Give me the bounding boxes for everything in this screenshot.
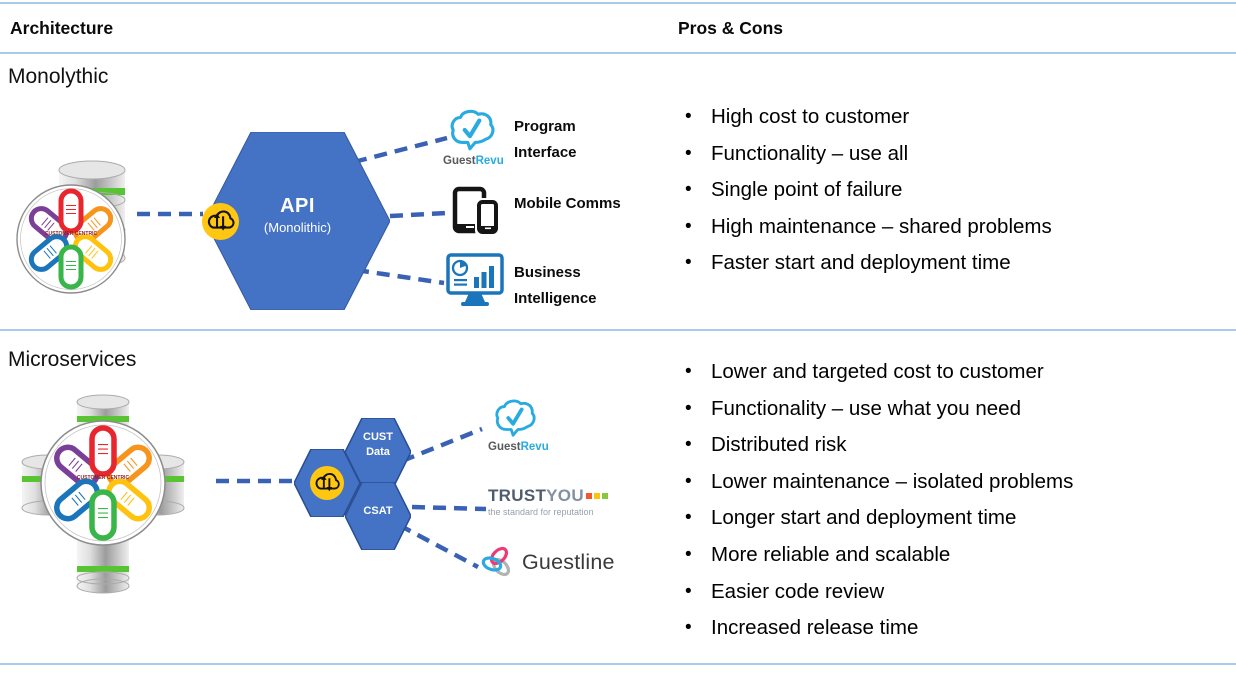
flower-center-label: CUSTOMER CENTRIC: [44, 231, 98, 237]
pro-con-item: Functionality – use all: [683, 136, 1231, 173]
guestline-wordmark: Guestline: [522, 549, 615, 574]
guestrevu-wordmark: GuestRevu: [488, 441, 549, 453]
cust-data-label: CUST Data: [363, 431, 393, 458]
cloud-check-icon: [450, 109, 495, 151]
flower-center-label: CUSTOMER CENTRIC: [76, 475, 130, 481]
endpoint-label-business-intelligence: Business Intelligence: [514, 264, 597, 307]
csat-hexagon: CSAT: [344, 481, 412, 551]
api-hexagon-subtitle: (Monolithic): [263, 220, 332, 235]
csat-label: CSAT: [363, 504, 393, 517]
guestrevu-logo: GuestRevu: [443, 108, 504, 167]
pro-con-item: Lower and targeted cost to customer: [683, 354, 1231, 391]
api-hexagon-title: API: [280, 195, 315, 217]
column-header-architecture: Architecture: [10, 18, 114, 38]
section-title-microservices: Microservices: [8, 348, 137, 371]
bottom-divider: [0, 663, 1236, 665]
guestrevu-wordmark: GuestRevu: [443, 155, 504, 167]
business-intelligence-icon: [446, 253, 504, 314]
petal-loops-icon: [28, 188, 114, 290]
header-divider: [0, 52, 1236, 54]
guestline-rings-icon: [481, 546, 511, 577]
api-cloud-icon: [310, 466, 344, 500]
section-title-monolythic: Monolythic: [8, 65, 109, 88]
section-divider: [0, 329, 1236, 331]
guestrevu-logo: GuestRevu: [488, 398, 549, 453]
column-header-pros-cons: Pros & Cons: [678, 18, 784, 38]
microservices-pros-cons-list: Lower and targeted cost to customer Func…: [683, 354, 1231, 647]
guestline-logo: Guestline: [480, 543, 615, 581]
customer-centric-multi-database-icon: CUSTOMER CENTRIC: [20, 388, 210, 600]
api-hexagon: API (Monolithic): [204, 131, 391, 311]
pro-con-item: High maintenance – shared problems: [683, 209, 1231, 246]
api-cloud-icon: [202, 203, 239, 240]
endpoint-label-program-interface: Program Interface: [514, 118, 577, 161]
pro-con-item: Distributed risk: [683, 427, 1231, 464]
trustyou-squares-icon: [584, 486, 608, 504]
pro-con-item: Single point of failure: [683, 172, 1231, 209]
pro-con-item: Faster start and deployment time: [683, 245, 1231, 282]
monolithic-pros-cons-list: High cost to customer Functionality – us…: [683, 99, 1231, 282]
mobile-devices-icon: [452, 186, 504, 241]
pro-con-item: Functionality – use what you need: [683, 391, 1231, 428]
cust-data-hexagon: CUST Data: [344, 417, 412, 487]
cloud-check-icon: [495, 399, 536, 437]
top-divider: [0, 2, 1236, 4]
petal-loops-icon: [54, 425, 152, 541]
trustyou-tagline: the standard for reputation: [488, 507, 594, 517]
pro-con-item: Easier code review: [683, 574, 1231, 611]
pro-con-item: Lower maintenance – isolated problems: [683, 464, 1231, 501]
customer-centric-database-icon: CUSTOMER CENTRIC: [15, 158, 135, 300]
pro-con-item: Increased release time: [683, 610, 1231, 647]
pro-con-item: High cost to customer: [683, 99, 1231, 136]
pro-con-item: Longer start and deployment time: [683, 500, 1231, 537]
endpoint-label-mobile-comms: Mobile Comms: [514, 195, 621, 212]
pro-con-item: More reliable and scalable: [683, 537, 1231, 574]
